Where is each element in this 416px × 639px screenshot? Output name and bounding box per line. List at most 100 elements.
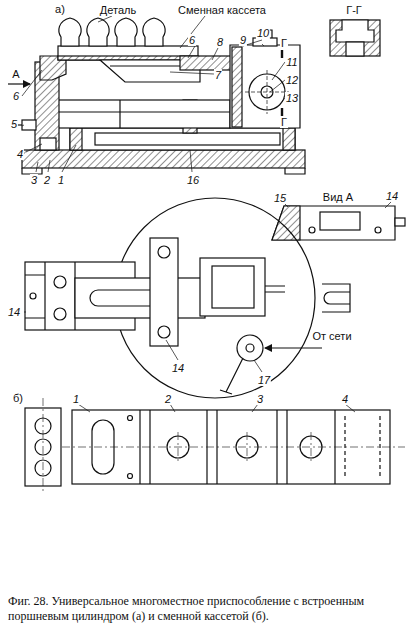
cassette-view-part <box>78 404 355 412</box>
callout-number: 1 <box>72 393 80 405</box>
leader-lines-part <box>190 150 192 172</box>
callout-number: 7 <box>214 69 222 81</box>
plan-view-part <box>220 358 243 394</box>
section-g-g-part <box>346 42 364 56</box>
plan-view-part <box>75 278 205 318</box>
part-label: Г <box>280 37 288 49</box>
section-view-part <box>70 128 82 150</box>
callout-number: 2 <box>164 393 172 405</box>
part-label: а) <box>54 3 66 15</box>
callout-number: 9 <box>239 34 247 46</box>
view-a-part <box>272 206 300 240</box>
leader-lines-part <box>22 70 42 96</box>
cassette-view-part <box>128 474 133 479</box>
plan-view-part <box>265 347 322 348</box>
section-view-part <box>40 100 230 128</box>
plan-view-part <box>24 312 262 372</box>
leader-lines-part <box>262 44 264 46</box>
part-label: Г <box>280 116 288 128</box>
section-view-part <box>8 83 30 84</box>
section-view-part <box>58 46 198 60</box>
section-view-part <box>22 150 305 168</box>
cassette-view-part <box>43 398 405 494</box>
callout-number: 2 <box>43 174 51 186</box>
callout-number: 14 <box>385 190 399 202</box>
section-view-part <box>180 56 232 70</box>
callout-number: 12 <box>285 74 299 86</box>
cassette-view-part <box>128 416 133 421</box>
workpieces <box>59 18 165 46</box>
cassette-view-part <box>72 410 390 484</box>
plan-view-part <box>212 266 254 308</box>
plan-view-part <box>54 308 66 320</box>
callout-number: 8 <box>216 36 224 48</box>
callout-number: 16 <box>186 174 200 186</box>
callout-number: 3 <box>30 174 38 186</box>
callout-number: 10 <box>256 27 270 39</box>
section-view-part <box>230 45 300 128</box>
figure-caption: Фиг. 28. Универсальное многоместное прис… <box>8 594 408 624</box>
part-label: б) <box>12 392 24 404</box>
leader-lines-part <box>36 145 76 172</box>
section-view-part <box>40 138 56 150</box>
view-a-part <box>272 206 395 240</box>
section-view-part <box>22 120 36 130</box>
plan-view <box>24 198 350 398</box>
plan-view-part <box>158 246 170 258</box>
part-label: Деталь <box>99 4 137 16</box>
callout-number: 4 <box>16 148 24 160</box>
leader-lines <box>22 16 285 172</box>
workpieces-part <box>87 18 109 46</box>
leader-lines-part <box>98 16 112 22</box>
callout-number: 14 <box>7 306 21 318</box>
plan-view-part <box>237 335 263 361</box>
part-label: А <box>11 68 20 80</box>
part-label: От сети <box>311 330 352 342</box>
plan-view-part <box>150 238 178 346</box>
plan-view-part <box>246 344 254 352</box>
part-label: Г-Г <box>345 4 363 16</box>
plan-view-part <box>200 258 265 316</box>
plan-view-part <box>25 262 75 330</box>
callout-number: 13 <box>285 92 299 104</box>
leader-lines-part <box>270 80 285 92</box>
leader-lines-part <box>212 48 218 60</box>
leader-lines-part <box>26 144 42 152</box>
callout-number: 3 <box>256 393 264 405</box>
callout-number: 4 <box>341 393 349 405</box>
callout-number: 11 <box>285 56 298 68</box>
callout-number: 5 <box>10 118 18 130</box>
section-view-part <box>95 133 280 145</box>
plan-view-part <box>158 326 170 338</box>
view-a-part <box>320 212 360 230</box>
workpieces-part <box>59 18 81 46</box>
plan-view-part <box>54 276 66 288</box>
leader-lines-part <box>188 46 195 58</box>
section-view-part <box>245 70 289 114</box>
callout-number: 1 <box>57 174 65 186</box>
view-a-part <box>309 227 315 233</box>
view-a-part <box>375 227 381 233</box>
leader-lines-part <box>22 125 24 126</box>
plan-view-part <box>265 286 285 292</box>
part-label: Вид А <box>322 191 354 203</box>
callout-number: 14 <box>171 362 185 374</box>
leader-lines-part <box>272 62 285 80</box>
section-view-part <box>283 128 295 150</box>
callout-number: 15 <box>273 192 287 204</box>
workpieces-part <box>143 18 165 46</box>
callout-number: 17 <box>257 374 271 386</box>
view-a-part <box>395 218 405 226</box>
cassette-view <box>25 398 405 494</box>
leader-lines-part <box>170 72 214 74</box>
section-view-part <box>232 47 242 127</box>
section-view <box>8 30 305 174</box>
plan-view-part <box>322 284 350 312</box>
callout-number: 6 <box>188 34 196 46</box>
callout-number: 6 <box>12 90 20 102</box>
section-g-g-part <box>330 20 380 56</box>
fixture-drawing-part <box>8 16 405 494</box>
